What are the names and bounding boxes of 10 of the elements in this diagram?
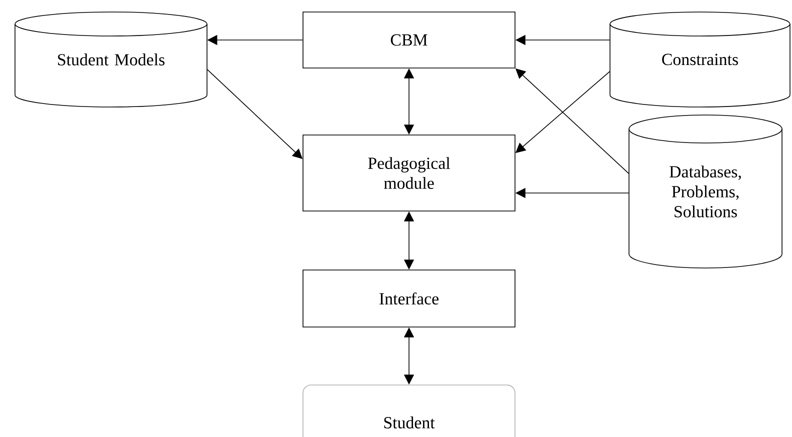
node-label: Student Models xyxy=(58,54,165,66)
database-cylinder: Constraints xyxy=(610,12,790,108)
rounded-box: Student xyxy=(302,384,516,437)
node-label: Databases, Problems, Solutions xyxy=(670,166,741,218)
process-box: Pedagogical module xyxy=(302,134,516,212)
node-label: Constraints xyxy=(662,54,738,66)
database-cylinder: Student Models xyxy=(14,12,208,108)
process-box: Interface xyxy=(302,270,516,328)
process-box: CBM xyxy=(302,12,516,68)
database-cylinder: Databases, Problems, Solutions xyxy=(628,114,782,268)
